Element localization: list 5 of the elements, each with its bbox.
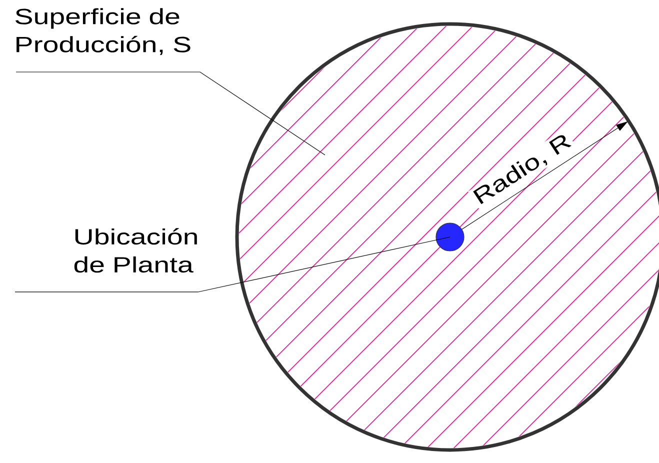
area-label: Superficie de Producción, S [16, 8, 190, 55]
leader-line [16, 72, 326, 156]
leader-line [14, 236, 450, 292]
plant-label: Ubicación de Planta [74, 228, 197, 273]
plant-dot [436, 222, 464, 252]
